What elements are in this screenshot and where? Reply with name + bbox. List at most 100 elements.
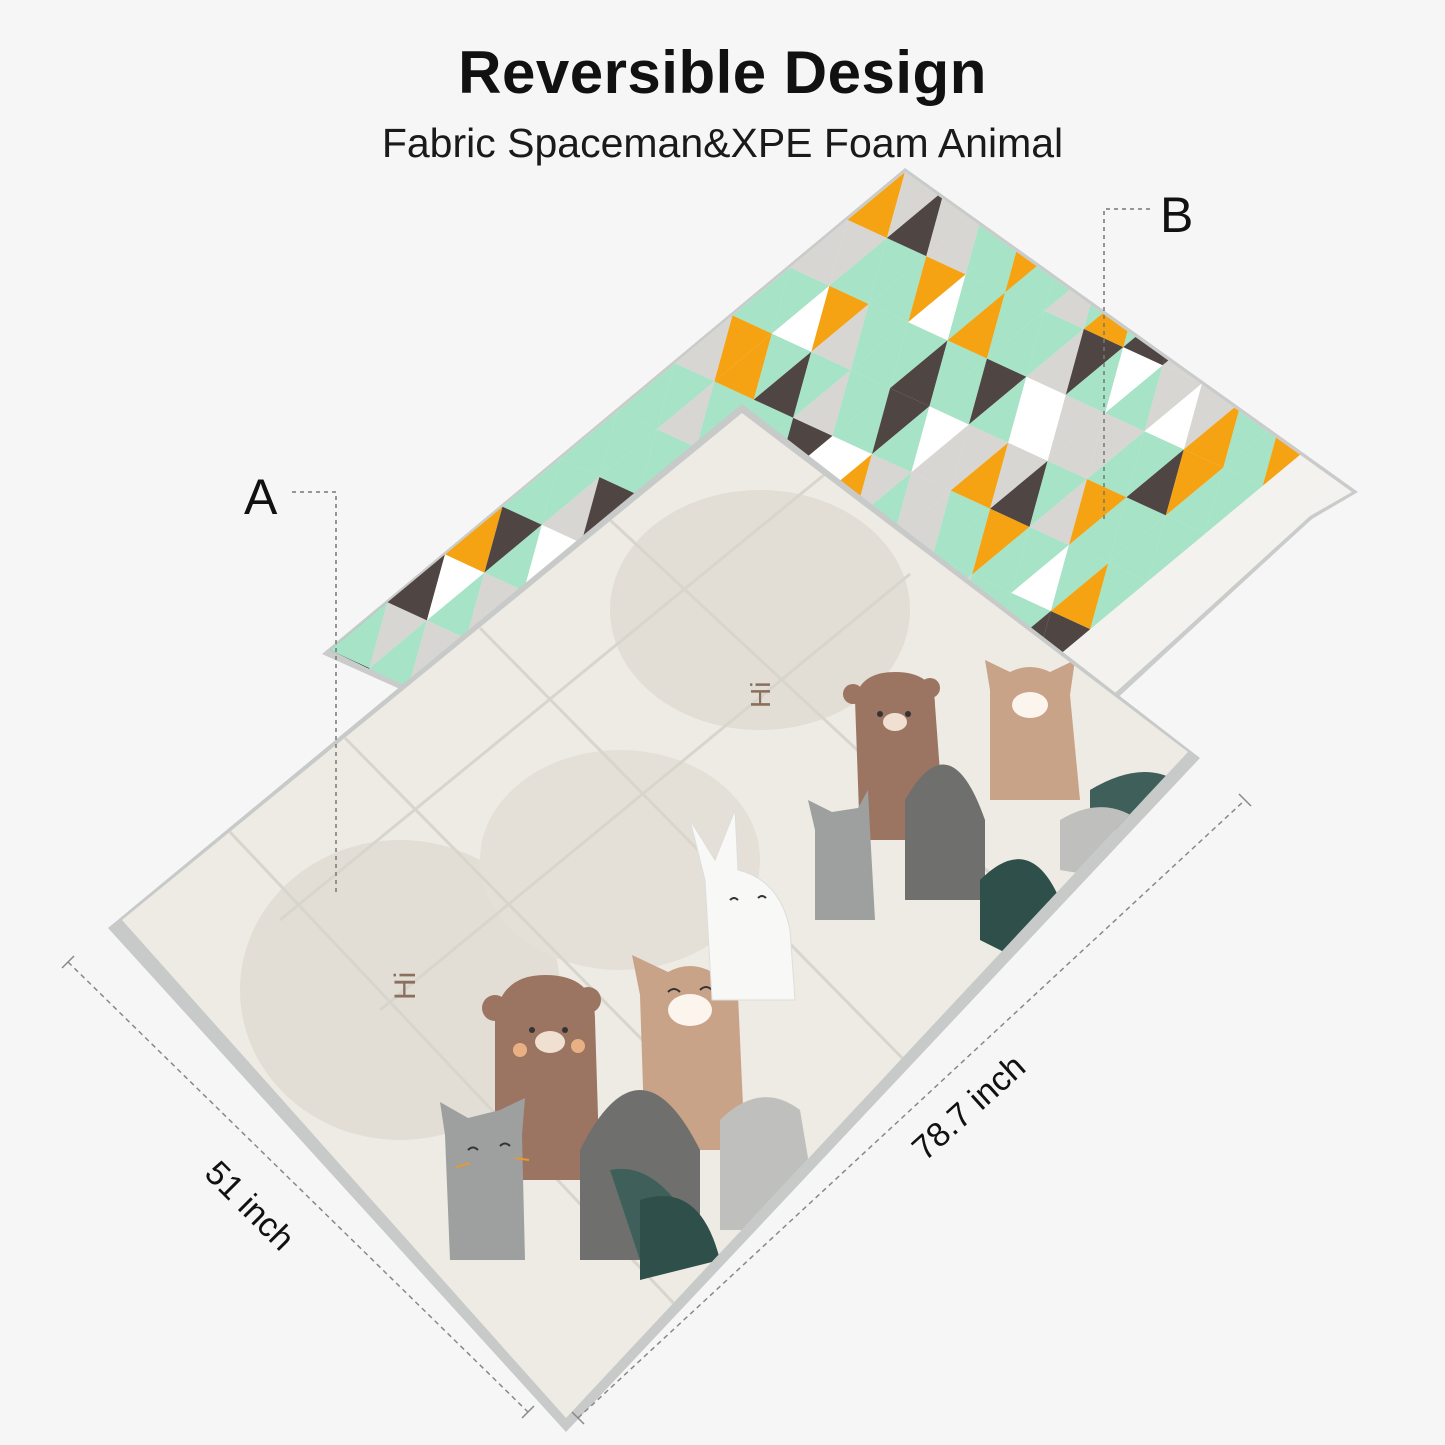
pattern-triangle	[866, 106, 924, 172]
pattern-triangle	[1162, 299, 1221, 366]
pattern-triangle	[1047, 413, 1106, 480]
cat-illustration	[808, 790, 875, 920]
pattern-triangle	[753, 333, 812, 400]
pattern-triangle	[1062, 178, 1121, 245]
pattern-triangle	[1223, 419, 1281, 486]
pattern-triangle	[233, 614, 290, 680]
pattern-triangle	[1008, 394, 1066, 461]
pattern-triangle	[793, 351, 851, 418]
pattern-triangle	[1353, 90, 1411, 156]
leaf-plants	[580, 1090, 820, 1280]
pattern-triangle	[176, 661, 234, 727]
pattern-triangle	[850, 322, 909, 389]
pattern-triangle	[520, 374, 579, 441]
pattern-triangle	[1432, 126, 1445, 192]
pattern-triangle	[1165, 449, 1224, 516]
pattern-triangle	[990, 460, 1048, 527]
pattern-triangle	[886, 190, 945, 257]
pattern-triangle	[1259, 287, 1318, 354]
pattern-triangle	[1011, 526, 1069, 593]
pattern-triangle	[1147, 515, 1206, 582]
pattern-triangle	[1393, 108, 1445, 174]
pattern-triangle	[330, 565, 349, 632]
pattern-triangle	[484, 524, 542, 591]
pattern-triangle	[656, 381, 715, 448]
pattern-triangle	[1375, 192, 1433, 258]
pattern-triangle	[1041, 95, 1099, 161]
pattern-triangle	[1041, 172, 1099, 179]
pattern-triangle	[850, 303, 909, 370]
pattern-triangle	[330, 602, 388, 669]
pattern-triangle	[1026, 310, 1084, 377]
pattern-triangle	[617, 363, 675, 430]
pattern-triangle	[1008, 376, 1066, 443]
pattern-triangle	[1198, 172, 1257, 234]
pattern-triangle	[1023, 178, 1081, 245]
pattern-triangle	[1238, 203, 1296, 270]
pattern-triangle	[1198, 185, 1257, 252]
pattern-triangle	[599, 429, 657, 496]
pattern-triangle	[871, 406, 930, 473]
pattern-triangle	[908, 274, 966, 341]
pattern-triangle	[1277, 203, 1336, 270]
pattern-triangle	[1259, 269, 1318, 336]
pattern-triangle	[1414, 210, 1445, 276]
pattern-triangle	[968, 376, 1027, 443]
pattern-triangle	[1335, 172, 1352, 222]
greeting-text: Hi	[389, 972, 422, 1000]
pattern-triangle	[771, 285, 830, 352]
pattern-triangle	[1078, 0, 1136, 29]
fox-illustration	[985, 660, 1080, 800]
rabbit-illustration	[689, 809, 796, 1001]
pattern-triangle	[1138, 65, 1196, 131]
pattern-triangle	[330, 518, 367, 585]
pattern-triangle	[1183, 401, 1242, 468]
greeting-text: Hi	[745, 682, 776, 708]
pattern-triangle	[929, 358, 987, 425]
pattern-triangle	[1356, 240, 1414, 306]
pattern-triangle	[905, 106, 963, 172]
pattern-triangle	[968, 358, 1027, 425]
pattern-triangle	[944, 172, 1002, 209]
pattern-triangle	[215, 698, 273, 764]
pattern-triangle	[1216, 172, 1275, 186]
pattern-triangle	[1020, 10, 1078, 76]
pattern-triangle	[484, 506, 542, 573]
pattern-triangle	[890, 322, 948, 389]
pattern-triangle	[1047, 394, 1106, 461]
background-hill	[240, 840, 560, 1140]
pattern-triangle	[847, 172, 905, 238]
pattern-triangle	[1274, 54, 1332, 120]
pattern-triangle	[1356, 258, 1414, 324]
pattern-triangle	[1317, 240, 1352, 307]
pattern-triangle	[923, 58, 981, 124]
fold-lines	[228, 468, 1042, 1312]
pattern-triangle	[1335, 174, 1352, 241]
pattern-triangle	[1080, 172, 1139, 179]
pattern-triangle	[1378, 324, 1436, 390]
pattern-triangle	[711, 183, 769, 250]
pattern-triangle	[1414, 192, 1445, 258]
pattern-triangle	[832, 369, 891, 436]
pattern-triangle	[1314, 72, 1372, 138]
pattern-triangle	[387, 554, 445, 621]
pattern-triangle	[405, 470, 464, 537]
pattern-triangle	[215, 680, 273, 746]
pattern-triangle	[1090, 563, 1148, 630]
pattern-triangle	[1320, 372, 1352, 438]
pattern-triangle	[369, 602, 427, 669]
pattern-triangle	[1138, 83, 1196, 149]
pattern-triangle	[986, 310, 1045, 377]
pattern-triangle	[871, 388, 930, 455]
pattern-triangle	[1144, 365, 1203, 432]
pattern-triangle	[578, 326, 636, 393]
pattern-triangle	[981, 0, 1039, 58]
pattern-triangle	[929, 340, 987, 407]
background-hill	[480, 750, 760, 970]
pattern-triangle	[947, 274, 1006, 341]
pattern-triangle	[771, 267, 830, 334]
pattern-triangle	[1178, 83, 1236, 149]
pattern-triangle	[1338, 306, 1352, 372]
callout-b: B	[1103, 187, 1193, 520]
pattern-triangle	[963, 58, 1021, 124]
